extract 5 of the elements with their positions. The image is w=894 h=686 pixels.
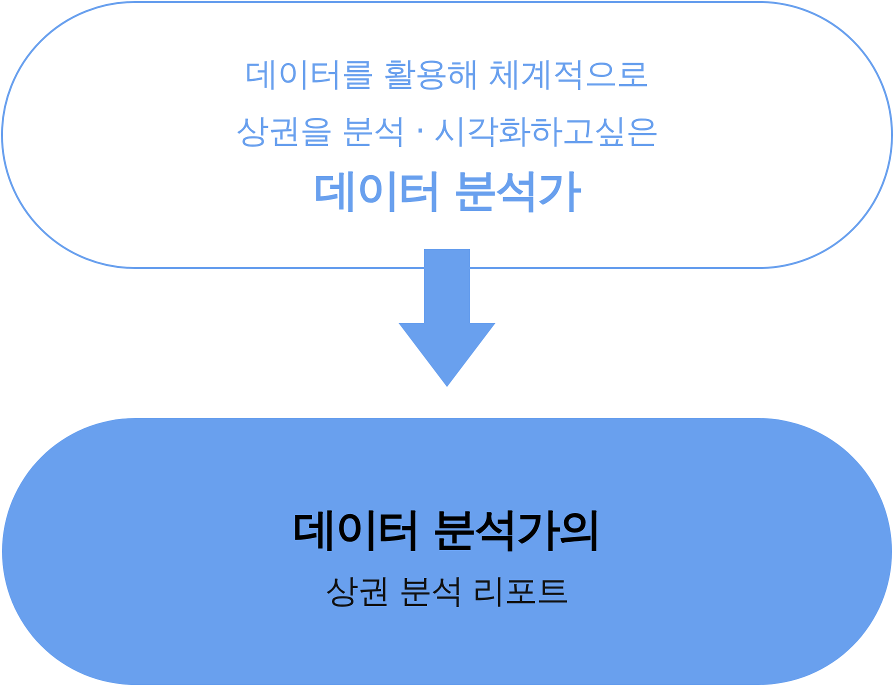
block-arrow	[398, 249, 496, 387]
description-text: 데이터를 활용해 체계적으로 상권을 분석 · 시각화하고싶은	[235, 53, 659, 152]
subtitle-text: 상권 분석 리포트	[324, 570, 570, 612]
title-text: 데이터 분석가	[313, 165, 582, 217]
title-text: 데이터 분석가의	[292, 503, 602, 557]
